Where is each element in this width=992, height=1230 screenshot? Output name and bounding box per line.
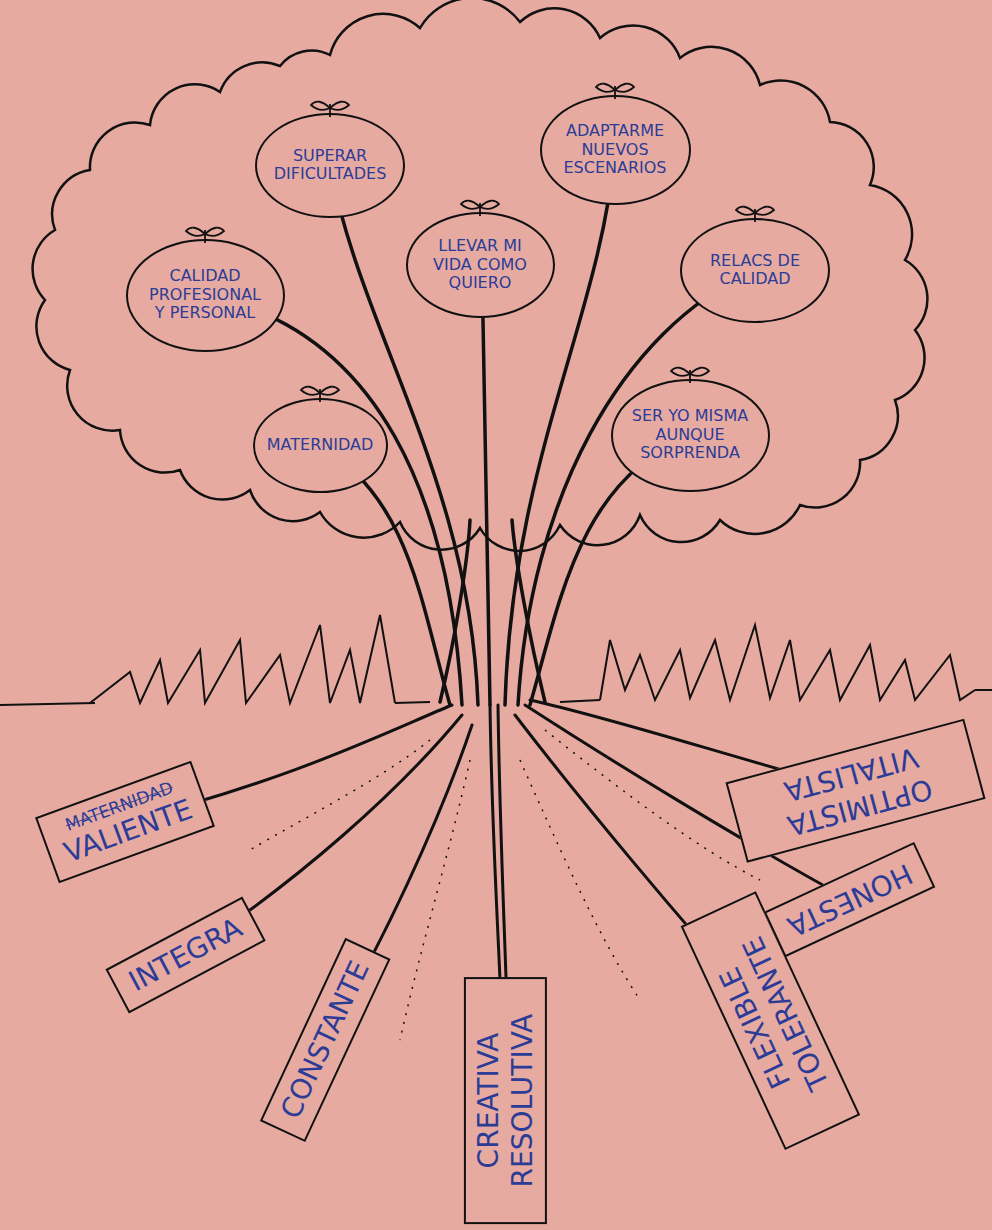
tree-branch	[482, 265, 490, 705]
label-group: SER YO MISMA AUNQUE SORPRENDA	[630, 407, 751, 462]
label-group: SUPERAR DIFICULTADES	[272, 147, 389, 184]
ground-line	[560, 700, 600, 702]
ground-line	[0, 703, 95, 705]
fruit-label: SER YO MISMA AUNQUE SORPRENDA	[630, 407, 751, 462]
stem	[754, 209, 756, 222]
label-group: CONSTANTE	[274, 956, 376, 1124]
leaf	[461, 201, 480, 209]
tree-trunk	[440, 520, 470, 702]
ground-dots	[545, 730, 760, 880]
leaf	[330, 101, 349, 109]
root-label: HONESTA	[782, 856, 917, 943]
label-group: OPTIMISTA VITALISTA	[742, 730, 967, 851]
label-group: CREATIVA RESOLUTIVA	[471, 993, 538, 1208]
fruit-leaves	[298, 381, 342, 405]
root-sign: INTEGRA	[105, 896, 265, 1013]
leaf	[320, 386, 339, 394]
label-group: ADAPTARME NUEVOS ESCENARIOS	[559, 122, 672, 177]
leaf	[311, 101, 330, 109]
fruit-label: CALIDAD PROFESIONAL Y PERSONAL	[145, 267, 266, 322]
ground-line	[975, 689, 992, 691]
root-label: FLEXIBLE TOLERANTE	[694, 908, 846, 1131]
stem	[479, 203, 481, 216]
label-group: LLEVAR MI VIDA COMO QUIERO	[426, 237, 535, 292]
root-label: OPTIMISTA VITALISTA	[742, 730, 967, 851]
stem	[689, 370, 691, 383]
fruit-label: LLEVAR MI VIDA COMO QUIERO	[426, 237, 535, 292]
root-sign: CONSTANTE	[260, 938, 390, 1142]
ground-line	[395, 702, 430, 703]
fruit-leaves	[593, 78, 637, 102]
leaf	[615, 84, 634, 92]
label-group: MATERNIDADVALIENTE	[53, 774, 197, 870]
leaf	[480, 201, 499, 209]
stem	[319, 389, 321, 402]
leaf	[205, 227, 224, 235]
label-group: CALIDAD PROFESIONAL Y PERSONAL	[145, 267, 266, 322]
label-group: RELACS DE CALIDAD	[697, 252, 814, 289]
tree-trunk	[512, 520, 545, 702]
root-label: INTEGRA	[123, 911, 248, 998]
root-label: CONSTANTE	[274, 956, 376, 1124]
root-label: CREATIVA RESOLUTIVA	[471, 993, 538, 1208]
fruit-label: SUPERAR DIFICULTADES	[272, 147, 389, 184]
fruit-leaves	[668, 362, 712, 386]
fruit-leaves	[733, 201, 777, 225]
leaf	[596, 84, 615, 92]
leaf	[301, 386, 320, 394]
fruit-leaves	[458, 195, 502, 219]
leaf	[186, 227, 205, 235]
fruit-circle: CALIDAD PROFESIONAL Y PERSONAL	[126, 239, 285, 352]
fruit-leaves	[183, 222, 227, 246]
leaf	[671, 367, 690, 375]
grass	[600, 625, 975, 700]
stem	[329, 104, 331, 117]
fruit-circle: MATERNIDAD	[253, 398, 388, 493]
fruit-circle: SER YO MISMA AUNQUE SORPRENDA	[611, 379, 770, 492]
stem	[614, 86, 616, 99]
fruit-circle: LLEVAR MI VIDA COMO QUIERO	[406, 212, 555, 318]
tree-branch	[205, 295, 462, 705]
label-group: HONESTA	[782, 856, 917, 943]
fruit-label: RELACS DE CALIDAD	[697, 252, 814, 289]
root-sign: HONESTA	[764, 842, 935, 957]
root-sign: OPTIMISTA VITALISTA	[725, 718, 985, 862]
leaf	[755, 206, 774, 214]
fruit-circle: SUPERAR DIFICULTADES	[255, 113, 405, 218]
ground-dots	[400, 760, 470, 1040]
tree-canopy	[33, 0, 928, 551]
ground-dots	[250, 740, 430, 850]
leaf	[736, 206, 755, 214]
stem	[204, 230, 206, 243]
fruit-circle: RELACS DE CALIDAD	[680, 218, 830, 323]
label-group: MATERNIDAD	[267, 436, 374, 454]
root-sign: CREATIVA RESOLUTIVA	[463, 977, 546, 1224]
fruit-label: ADAPTARME NUEVOS ESCENARIOS	[559, 122, 672, 177]
fruit-leaves	[308, 96, 352, 120]
fruit-label: MATERNIDAD	[267, 436, 374, 454]
grass	[90, 615, 395, 703]
label-group: INTEGRA	[123, 911, 248, 998]
label-group: FLEXIBLE TOLERANTE	[694, 908, 846, 1131]
fruit-circle: ADAPTARME NUEVOS ESCENARIOS	[540, 95, 691, 205]
leaf	[690, 367, 709, 375]
root-sign: MATERNIDADVALIENTE	[35, 761, 215, 883]
